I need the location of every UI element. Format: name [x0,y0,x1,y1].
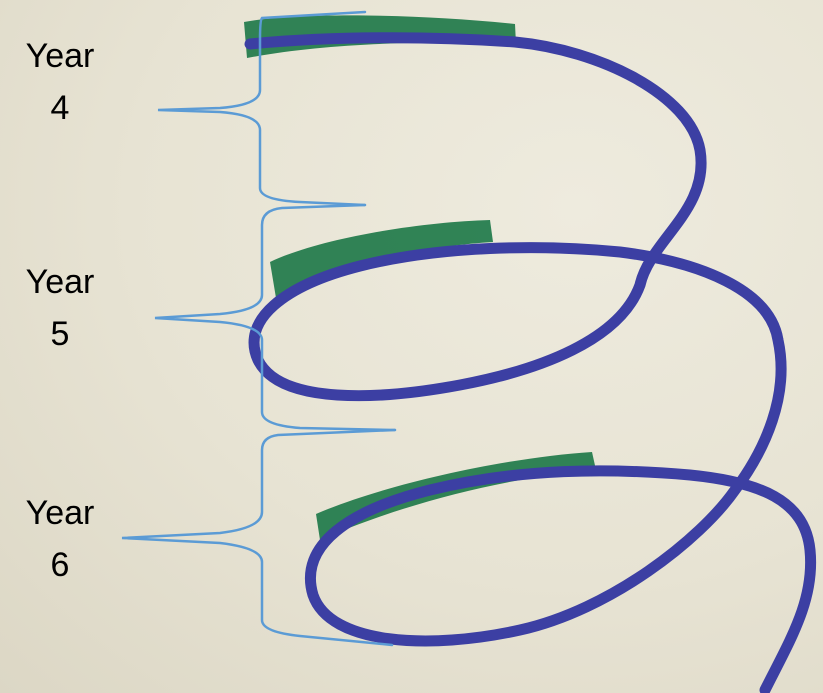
highlight-year-6 [316,452,596,540]
year-label-4: Year 4 [0,30,120,134]
year-number: 5 [0,308,120,360]
year-number: 4 [0,82,120,134]
year-word: Year [0,256,120,308]
year-label-5: Year 5 [0,256,120,360]
year-word: Year [0,30,120,82]
year-word: Year [0,487,120,539]
brace-year-6 [122,430,395,645]
spiral-line [250,38,811,690]
year-label-6: Year 6 [0,487,120,591]
year-number: 6 [0,539,120,591]
green-highlights [244,15,596,540]
